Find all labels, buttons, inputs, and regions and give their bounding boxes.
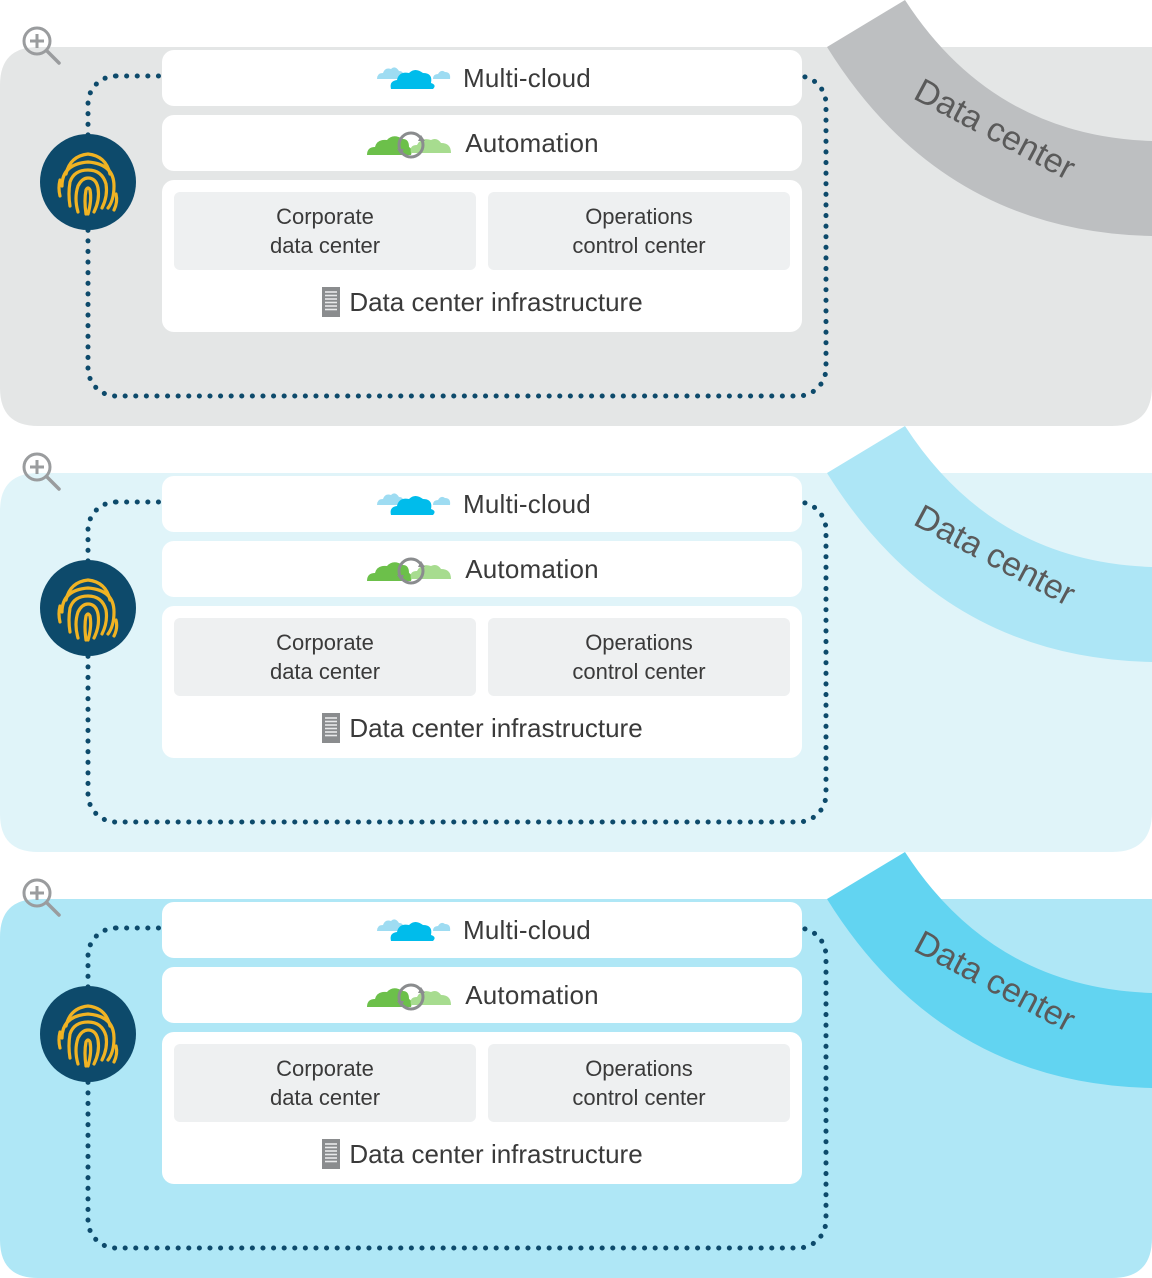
automation-icon [367,983,452,1011]
infrastructure-line: Data center infrastructure [162,1132,802,1176]
automation-label: Automation [465,553,599,584]
automation-row: Automation [162,541,802,597]
multicloud-label: Multi-cloud [463,62,591,93]
automation-row: Automation [162,967,802,1023]
multicloud-icon [377,919,451,941]
panel-2: Data center [0,426,1152,852]
server-icon [322,287,341,317]
corporate-line2: data center [269,1085,381,1110]
panel-1: Data center [0,0,1152,426]
automation-row: Automation [162,115,802,171]
multicloud-label: Multi-cloud [463,914,591,945]
server-icon [322,713,341,743]
corporate-data-center: Corporate data center [174,1044,476,1122]
operations-control-center: Operations control center [488,618,790,696]
multicloud-row: Multi-cloud [162,902,802,958]
corporate-data-center: Corporate data center [174,618,476,696]
corporate-line1: Corporate [276,1056,374,1081]
server-icon [322,1139,341,1169]
infrastructure-line: Data center infrastructure [162,280,802,324]
operations-line2: control center [572,233,706,258]
corporate-line2: data center [269,233,381,258]
operations-line2: control center [572,1085,706,1110]
operations-control-center: Operations control center [488,192,790,270]
operations-line1: Operations [585,1056,693,1081]
multicloud-row: Multi-cloud [162,50,802,106]
infrastructure-line: Data center infrastructure [162,706,802,750]
corporate-line1: Corporate [276,204,374,229]
fingerprint-icon [40,134,136,230]
multicloud-label: Multi-cloud [463,488,591,519]
operations-control-center: Operations control center [488,1044,790,1122]
automation-label: Automation [465,127,599,158]
infrastructure-label: Data center infrastructure [349,286,643,317]
infrastructure-label: Data center infrastructure [349,1138,643,1169]
automation-icon [367,557,452,585]
infrastructure-box: Corporate data center Operations control… [162,1032,802,1184]
zoom-in-icon[interactable] [18,874,64,920]
multicloud-icon [377,67,451,89]
zoom-in-icon[interactable] [18,448,64,494]
data-center-arc [827,426,1152,662]
multicloud-icon [377,493,451,515]
infrastructure-box: Corporate data center Operations control… [162,180,802,332]
corporate-line2: data center [269,659,381,684]
fingerprint-icon [40,986,136,1082]
zoom-in-icon[interactable] [18,22,64,68]
operations-line2: control center [572,659,706,684]
infrastructure-box: Corporate data center Operations control… [162,606,802,758]
automation-icon [367,131,452,159]
data-center-arc [827,852,1152,1088]
operations-line1: Operations [585,204,693,229]
fingerprint-icon [40,560,136,656]
corporate-data-center: Corporate data center [174,192,476,270]
data-center-arc [827,0,1152,236]
operations-line1: Operations [585,630,693,655]
automation-label: Automation [465,979,599,1010]
infrastructure-label: Data center infrastructure [349,712,643,743]
panel-3: Data center [0,852,1152,1278]
multicloud-row: Multi-cloud [162,476,802,532]
corporate-line1: Corporate [276,630,374,655]
